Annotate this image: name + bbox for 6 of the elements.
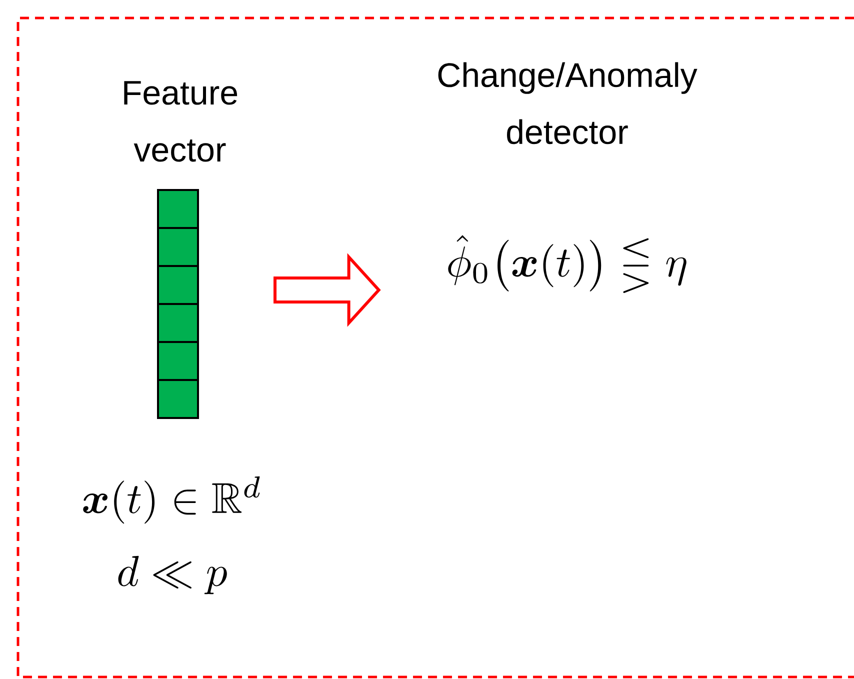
heading: Feature vector bbox=[124, 81, 238, 162]
hollow-arrow bbox=[274, 253, 381, 327]
formula: $\boldsymbol{x}(t) \in \mathbb{R}^{d}$ bbox=[83, 476, 260, 524]
heading: Change/Anomaly detector bbox=[438, 62, 698, 144]
formula: $d \ll p$ bbox=[118, 556, 227, 594]
formula: $\hat{\phi}_{0}\big(\boldsymbol{x}(t)\big) \lesseqgtr \eta$ bbox=[448, 235, 686, 293]
